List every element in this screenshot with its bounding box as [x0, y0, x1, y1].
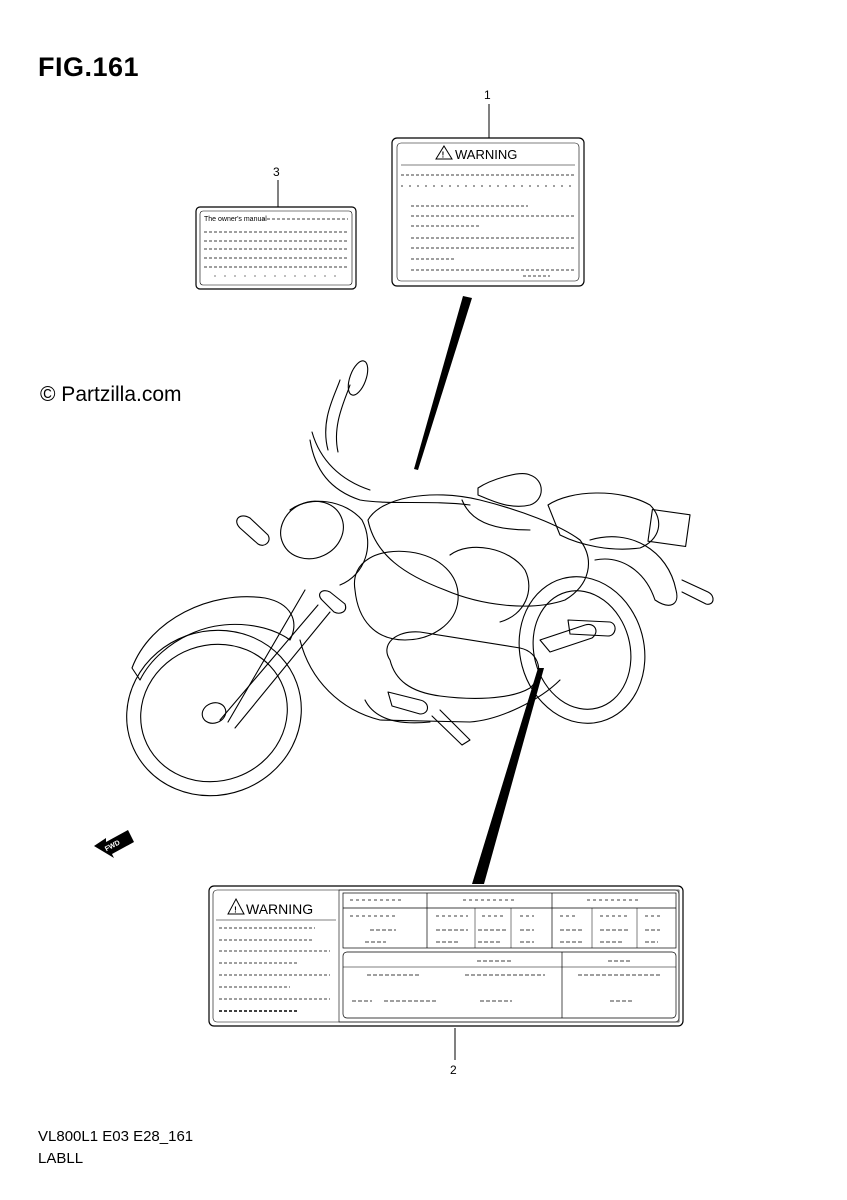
warning-heading-top: WARNING — [455, 147, 517, 162]
warning-heading-bottom: WARNING — [246, 901, 313, 917]
seat — [547, 492, 660, 550]
motorcycle-drawing — [126, 360, 714, 797]
engine-case — [386, 631, 540, 699]
figure-title: FIG.161 — [38, 52, 140, 82]
copyright-notice: © Partzilla.com — [40, 383, 182, 406]
model-code: VL800L1 E03 E28_161 — [38, 1128, 194, 1145]
owners-manual-heading: The owner's manual — [204, 216, 267, 223]
rear-wheel — [518, 576, 646, 724]
front-turn-signal-left — [236, 515, 270, 546]
front-fender — [131, 596, 295, 681]
pointer-wedge-lower — [472, 668, 544, 884]
fuel-tank — [367, 494, 589, 607]
warning-label-bottom: ! WARNING — [208, 885, 684, 1027]
pointer-wedge-upper — [414, 296, 472, 470]
owners-manual-label: The owner's manual — [195, 206, 357, 290]
callout-number-1: 1 — [484, 88, 491, 102]
callout-number-2: 2 — [450, 1063, 457, 1077]
headlight — [280, 500, 344, 560]
callout-number-3: 3 — [273, 165, 280, 179]
part-name: LABLL — [38, 1150, 84, 1167]
mirror — [347, 360, 369, 396]
svg-text:!: ! — [442, 151, 445, 160]
fwd-arrow-icon: FWD — [94, 830, 134, 858]
engine-cylinder-front — [353, 550, 459, 641]
svg-text:!: ! — [234, 906, 237, 915]
warning-label-top: ! WARNING — [391, 137, 585, 287]
taillight — [647, 508, 691, 548]
front-turn-signal-right — [319, 590, 347, 614]
warning-triangle-icon — [435, 145, 453, 160]
warning-triangle-icon-bottom — [227, 897, 245, 915]
